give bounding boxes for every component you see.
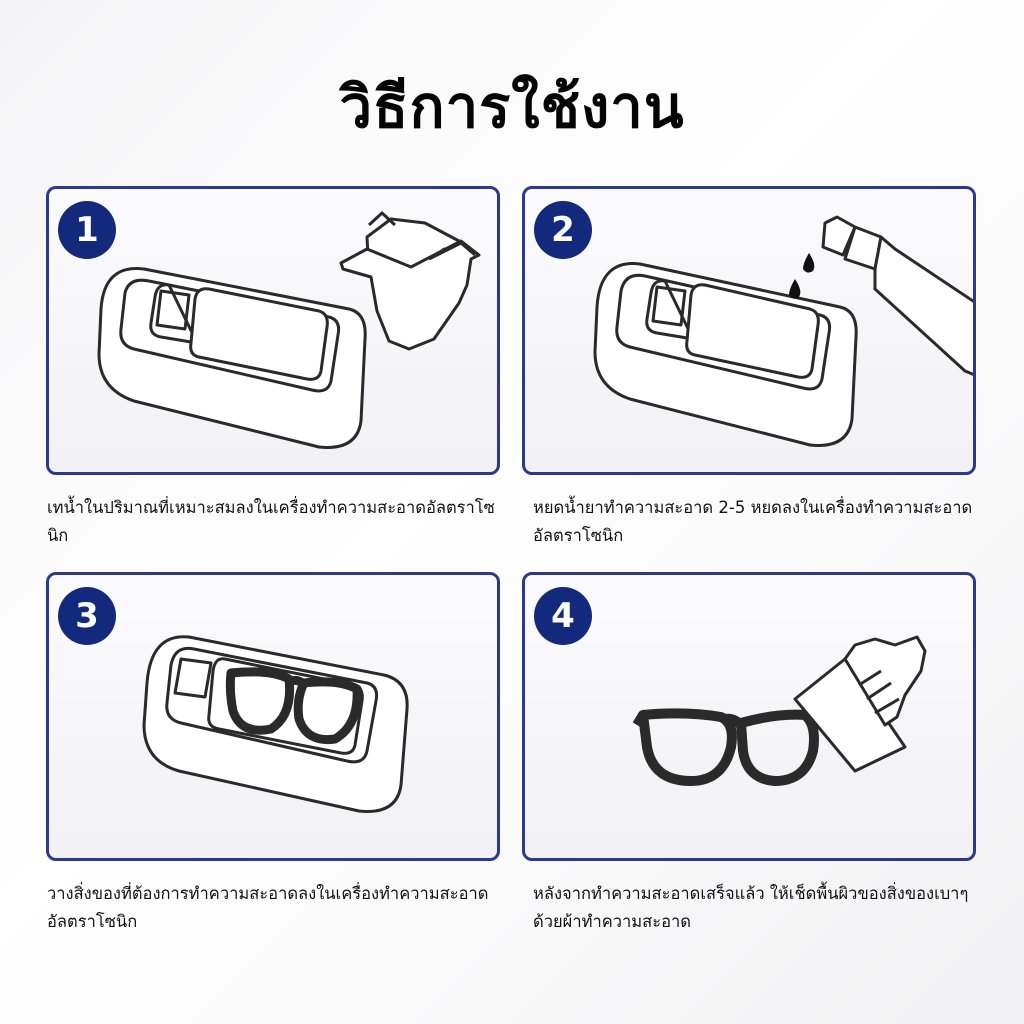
step-2-caption: หยดน้ำยาทำความสะอาด 2-5 หยดลงในเครื่องทำ…: [533, 498, 973, 545]
step-3-caption: วางสิ่งของที่ต้องการทำความสะอาดลงในเครื่…: [47, 884, 489, 931]
spray-bottle-icon: [821, 215, 973, 376]
step-3-badge: 3: [58, 587, 116, 645]
step-1-badge: 1: [58, 201, 116, 259]
cloth-wipe-icon: [793, 635, 927, 773]
step-4-badge: 4: [534, 587, 592, 645]
ultrasonic-cleaner-icon: [97, 267, 367, 449]
glasses-icon: [225, 667, 362, 745]
kettle-pour-icon: [339, 211, 481, 351]
step-4-illustration: [632, 635, 927, 786]
step-1-caption: เทน้ำในปริมาณที่เหมาะสมลงในเครื่องทำความ…: [47, 498, 495, 545]
step-1-illustration: [97, 211, 481, 449]
step-3-illustration: [142, 635, 409, 813]
step-2-badge: 2: [534, 201, 592, 259]
step-2-illustration: [593, 215, 973, 447]
page-title: วิธีการใช้งาน: [339, 73, 685, 141]
step-4-panel: 4: [522, 572, 976, 861]
step-2-panel: 2: [522, 186, 976, 475]
ultrasonic-cleaner-icon: [593, 262, 858, 447]
drops-icon: [789, 253, 815, 299]
glasses-icon: [632, 706, 819, 786]
step-1-panel: 1: [46, 186, 500, 475]
step-4-caption: หลังจากทำความสะอาดเสร็จแล้ว ให้เช็ดพื้นผ…: [533, 884, 969, 931]
step-3-panel: 3: [46, 572, 500, 861]
